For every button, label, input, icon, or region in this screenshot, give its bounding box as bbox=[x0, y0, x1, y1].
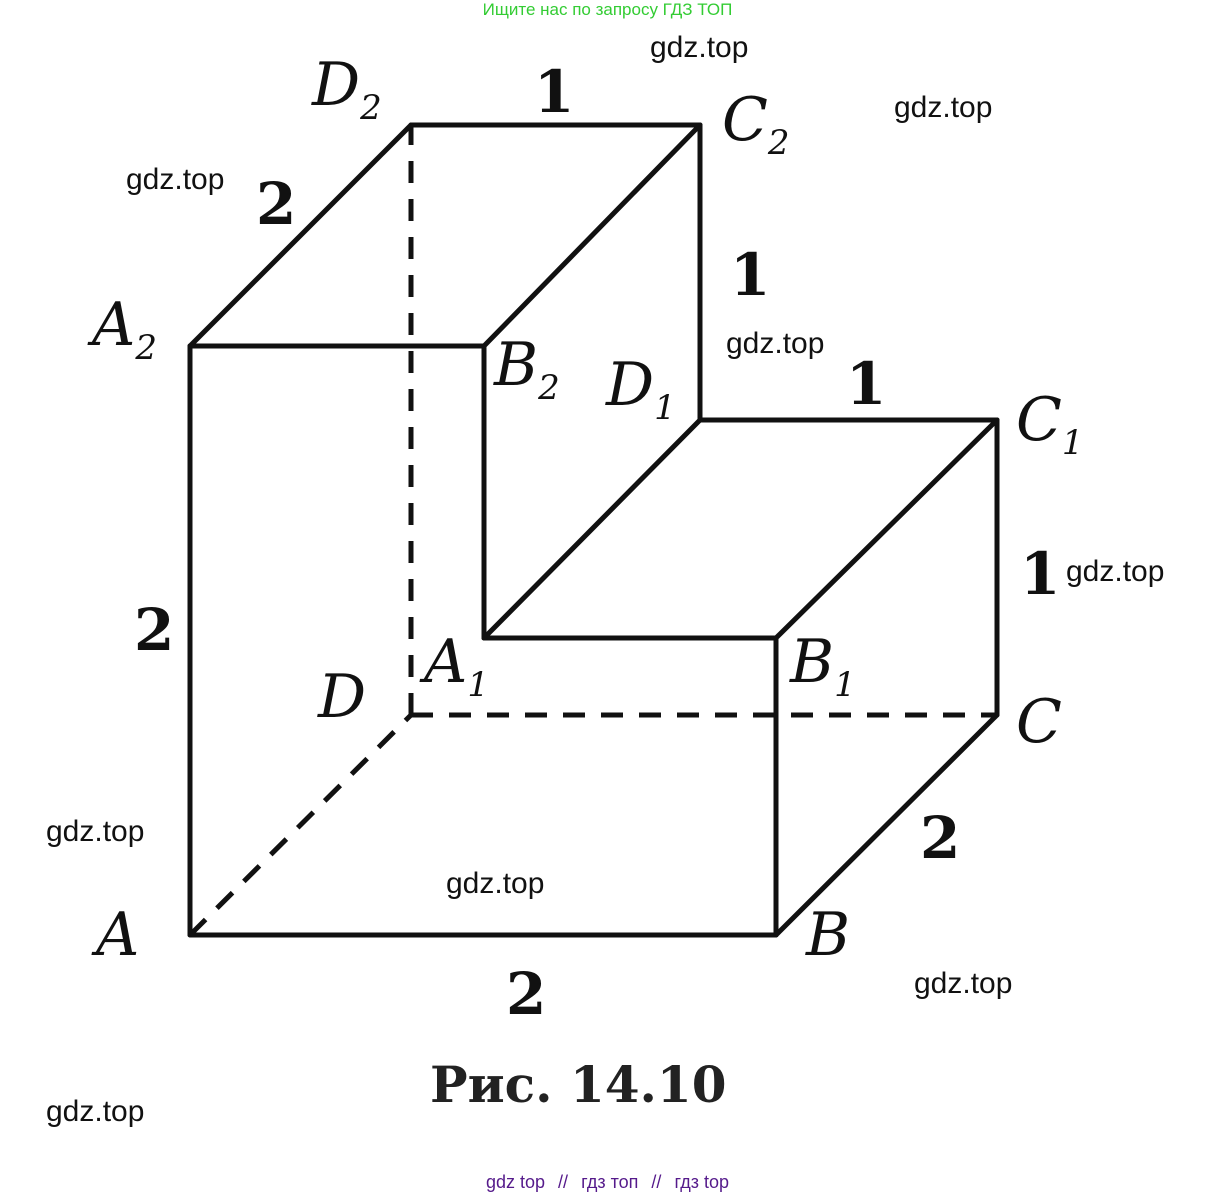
length-label-d1c1: 1 bbox=[846, 350, 886, 418]
top-banner: Ищите нас по запросу ГДЗ ТОП bbox=[482, 0, 733, 19]
edge-c2-b2 bbox=[481, 122, 703, 349]
edge-b1-c1 bbox=[773, 417, 1000, 641]
watermark: gdz.top bbox=[1066, 555, 1164, 588]
footer-link-gdz-top[interactable]: gdz top bbox=[485, 1172, 546, 1192]
figure-caption: Рис. 14.10 bbox=[430, 1055, 727, 1114]
edge-b-c bbox=[773, 712, 1000, 938]
footer-link-gdz-top-mixed[interactable]: гдз top bbox=[674, 1172, 729, 1192]
vertex-label-a: A bbox=[91, 900, 139, 970]
length-label-c1c: 1 bbox=[1020, 540, 1060, 608]
watermark: gdz.top bbox=[446, 867, 544, 900]
length-label-ab: 2 bbox=[506, 960, 546, 1028]
vertex-label-a1: A1 bbox=[419, 627, 489, 705]
watermark: gdz.top bbox=[126, 163, 224, 196]
hidden-edges bbox=[188, 125, 997, 937]
vertex-label-b1: B1 bbox=[789, 627, 856, 705]
length-label-a2d2: 2 bbox=[256, 170, 296, 238]
vertex-label-c: C bbox=[1016, 687, 1062, 757]
vertex-label-a2: A2 bbox=[87, 290, 157, 368]
visible-edges bbox=[187, 122, 1000, 938]
vertex-label-c2: C2 bbox=[722, 85, 790, 163]
vertex-label-b2: B2 bbox=[493, 330, 560, 408]
length-label-d2c2: 1 bbox=[534, 58, 574, 126]
length-label-c2d1: 1 bbox=[730, 241, 770, 309]
watermark: gdz.top bbox=[46, 815, 144, 848]
edge-a1-d1 bbox=[481, 417, 703, 641]
footer-separator: // bbox=[558, 1172, 569, 1192]
vertex-label-d: D bbox=[317, 662, 366, 732]
footer-links: gdz top // гдз топ // гдз top bbox=[0, 1172, 1215, 1193]
footer-link-gdz-top-cyrillic[interactable]: гдз топ bbox=[581, 1172, 639, 1192]
vertex-label-d1: D1 bbox=[605, 350, 676, 428]
vertex-label-c1: C1 bbox=[1016, 385, 1084, 463]
vertex-label-b: B bbox=[805, 900, 850, 970]
watermark: gdz.top bbox=[46, 1095, 144, 1128]
length-label-bc: 2 bbox=[920, 804, 960, 872]
watermark: gdz.top bbox=[914, 967, 1012, 1000]
watermark: gdz.top bbox=[650, 31, 748, 64]
watermark: gdz.top bbox=[726, 327, 824, 360]
hidden-edge-a-d bbox=[188, 713, 413, 937]
length-label-aa2: 2 bbox=[134, 596, 174, 664]
edge-a2-d2 bbox=[187, 122, 414, 349]
watermark: gdz.top bbox=[894, 91, 992, 124]
vertex-label-d2: D2 bbox=[311, 50, 382, 128]
footer-separator: // bbox=[651, 1172, 662, 1192]
